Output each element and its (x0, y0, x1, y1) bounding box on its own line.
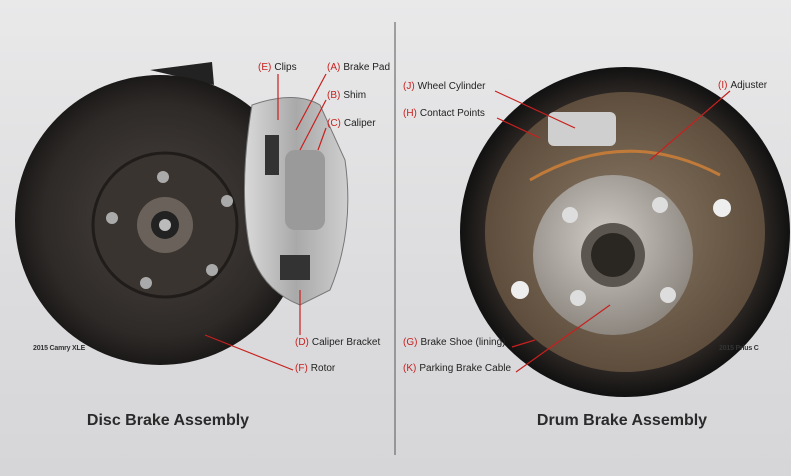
leader-lines (204, 73, 731, 373)
disc-title: Disc Brake Assembly (86, 412, 250, 429)
disc-photo-caption: 2015 Camry XLE (33, 345, 86, 352)
label-clips: (E)Clips (258, 62, 297, 73)
label-brake-shoe: (G)Brake Shoe (lining) (403, 337, 506, 348)
label-rotor: (F)Rotor (295, 363, 336, 374)
wheel-cylinder (548, 112, 616, 146)
label-adjuster: (I)Adjuster (718, 80, 768, 91)
drum-title: Drum Brake Assembly (536, 412, 708, 429)
label-caliper: (C)Caliper (327, 118, 376, 129)
label-wheel-cylinder: (J)Wheel Cylinder (403, 81, 486, 92)
label-shim: (B)Shim (327, 90, 367, 101)
drum-photo-caption: 2015 Prius C (719, 345, 759, 352)
label-parking-brake-cable: (K)Parking Brake Cable (403, 363, 512, 374)
drum-brake-photo (460, 67, 790, 397)
label-brake-pad: (A)Brake Pad (327, 62, 391, 73)
label-caliper-bracket: (D)Caliper Bracket (295, 337, 381, 348)
label-contact-points: (H)Contact Points (403, 108, 485, 119)
disc-brake-photo (15, 62, 349, 365)
